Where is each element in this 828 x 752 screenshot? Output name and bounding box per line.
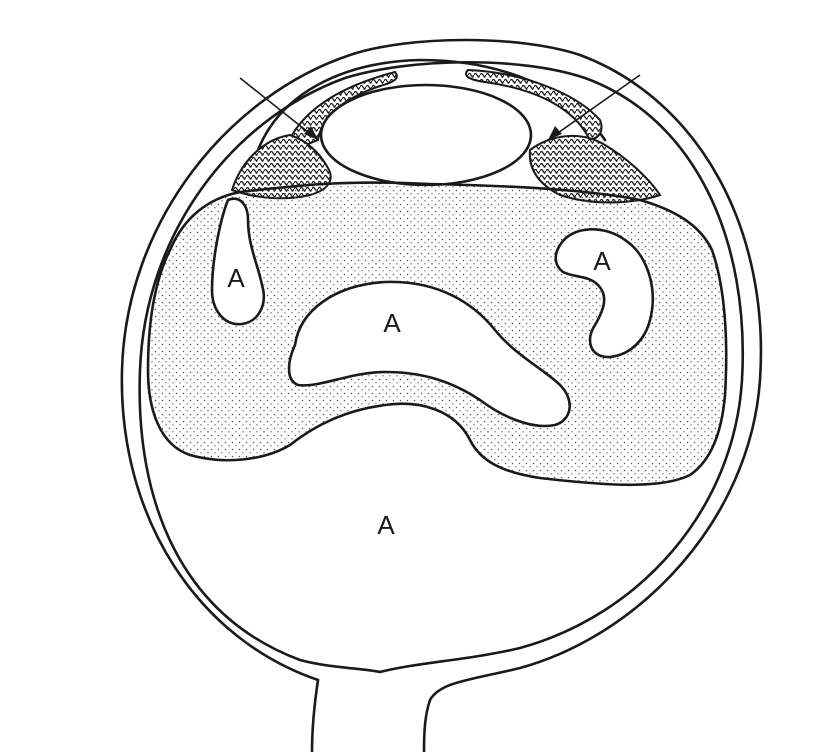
cavity-center: [287, 280, 571, 428]
pointer-line-left: [239, 77, 319, 141]
outer-globe-wall: [120, 38, 763, 752]
inner-globe-wall: [138, 60, 745, 674]
optic-nerve-left-edge: [310, 678, 320, 752]
cavity-right: [554, 228, 654, 359]
label-a-left: A: [227, 263, 245, 293]
pointer-line-right: [547, 74, 641, 141]
arrowhead-left-icon: [304, 126, 318, 140]
lens: [319, 83, 533, 187]
label-a-center: A: [383, 308, 401, 338]
iris-left: [290, 70, 398, 146]
label-a-right: A: [593, 246, 611, 276]
arrowhead-right-icon: [548, 126, 562, 140]
cavity-left: [210, 197, 265, 326]
label-a-bottom: A: [377, 510, 395, 540]
